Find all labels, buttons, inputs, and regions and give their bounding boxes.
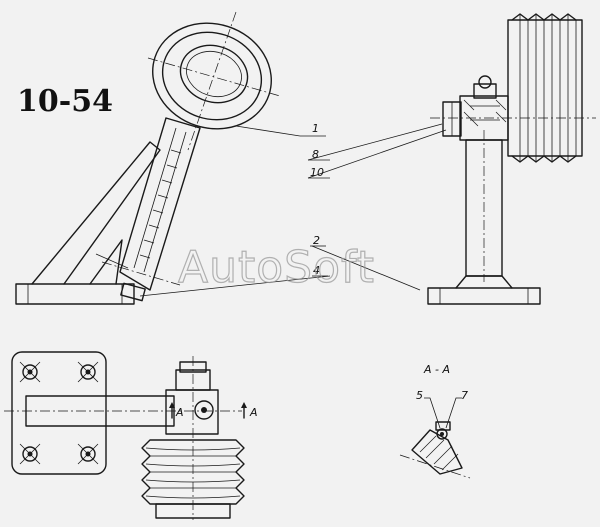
callout-1: 1 [312,122,319,135]
multi-groove-pulley [507,13,583,163]
gusset-rib [31,141,161,285]
watermark: AutoSoft [178,242,375,293]
figure-number: 10-54 [17,84,113,119]
callout-7: 7 [461,389,468,402]
section-title: A - A [423,363,450,376]
left-bracket-assembly [15,11,281,305]
plan-view: A A [4,351,258,520]
callout-8: 8 [312,148,319,161]
callout-2: 2 [313,234,320,247]
mounting-plate [11,351,107,475]
leader-lines [139,123,447,297]
callout-10: 10 [310,166,324,179]
right-stand-assembly [427,13,596,305]
pulley-housing-outer [152,22,272,130]
section-a-a: A - A [399,363,471,479]
section-marker-left: A [175,406,184,419]
right-base-plate [427,287,541,305]
plan-pulley [141,439,245,519]
section-marker-right: A [249,406,258,419]
left-base-plate [15,283,135,305]
callout-5: 5 [416,389,423,402]
bracket-arm [119,117,201,291]
callout-4: 4 [313,264,320,277]
pulley-housing-bore [179,44,249,104]
